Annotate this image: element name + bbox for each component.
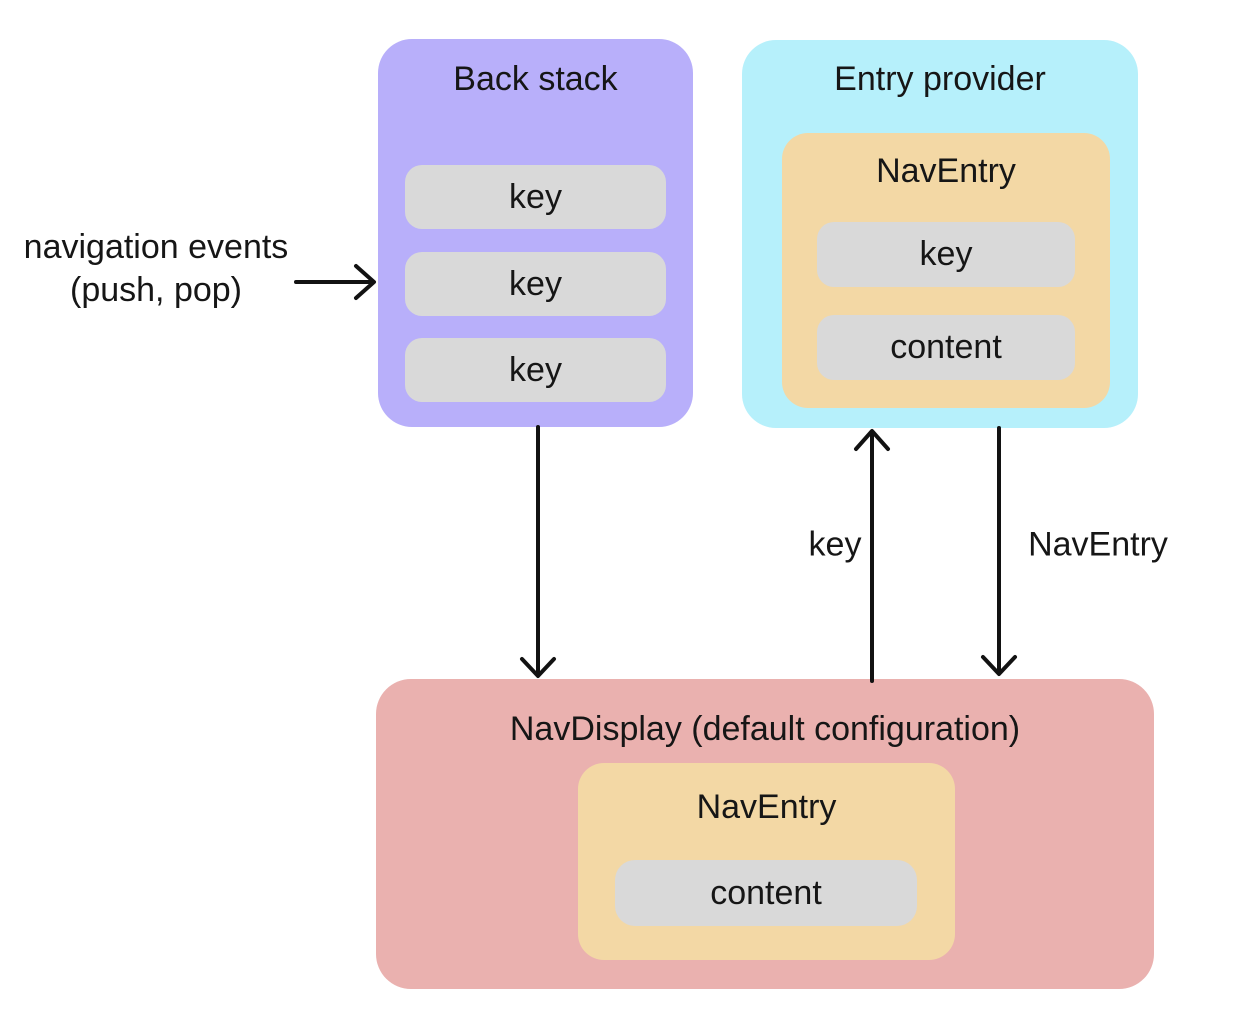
back-stack-key-pill: key [405,338,666,402]
push-pop-right-arrow [294,264,376,300]
nav-display-naventry-title: NavEntry [696,788,837,826]
nav-display-title: NavDisplay (default configuration) [509,710,1021,748]
nav-display-naventry-box: NavEntry content [578,763,955,960]
back-stack-key-pill: key [405,252,666,316]
navigation-events-label: navigation events (push, pop) [8,226,304,312]
entry-provider-box: Entry provider NavEntry key content [742,40,1138,428]
navigation-events-line2: (push, pop) [70,271,242,309]
naventry-edge-label: NavEntry [1028,525,1168,564]
entryprovider-to-navdisplay-naventry-arrow [981,426,1017,676]
back-stack-key-pill: key [405,165,666,229]
back-stack-title: Back stack [453,60,618,98]
naventry-content-pill: content [615,860,917,926]
navigation-events-line1: navigation events [23,228,289,266]
naventry-content-pill: content [817,315,1075,380]
back-stack-box: Back stack key key key [378,39,693,427]
backstack-to-navdisplay-arrow [520,425,556,678]
entry-provider-title: Entry provider [834,60,1046,98]
nav-display-box: NavDisplay (default configuration) NavEn… [376,679,1154,989]
key-edge-label: key [808,525,862,564]
entry-provider-naventry-title: NavEntry [876,152,1016,190]
entry-provider-naventry-box: NavEntry key content [782,133,1110,408]
naventry-key-pill: key [817,222,1075,287]
